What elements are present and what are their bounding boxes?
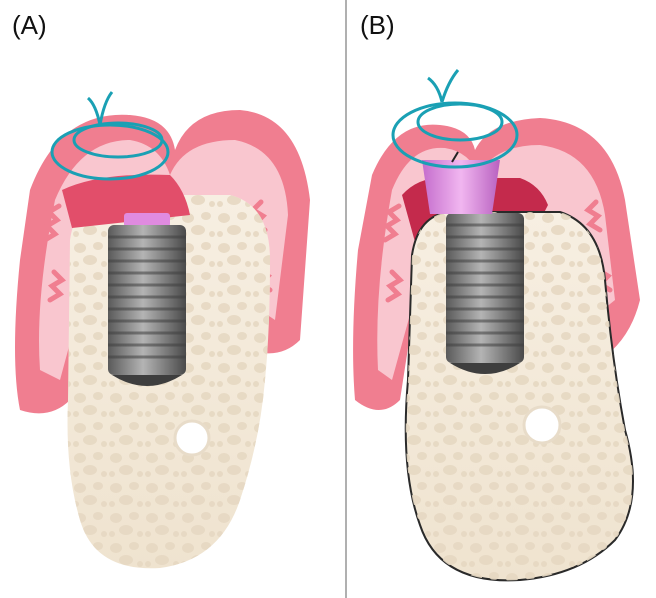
- panel-b-illustration: [353, 70, 640, 580]
- panel-b-implant: [446, 213, 524, 374]
- panel-a-illustration: [15, 92, 310, 568]
- panel-a-implant: [108, 213, 186, 386]
- panel-a-cover-screw: [124, 213, 170, 227]
- panel-b-bone-hole: [524, 407, 560, 443]
- panel-a-bone-hole: [175, 421, 209, 455]
